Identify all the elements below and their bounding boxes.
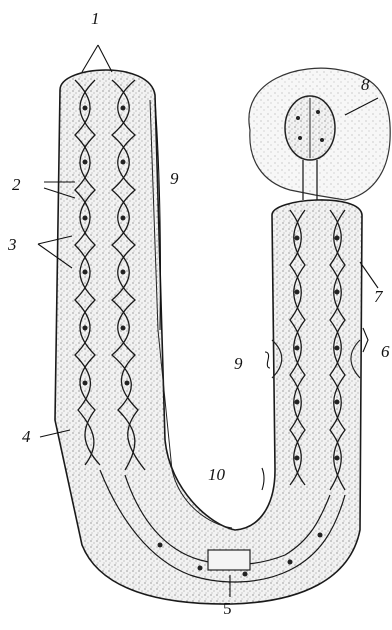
label-9-right: 9 [234,355,243,372]
label-5: 5 [223,600,232,617]
label-7: 7 [374,288,383,305]
bottom-small-segment [208,550,250,570]
label-2: 2 [12,176,21,193]
label-4: 4 [22,428,31,445]
label-3: 3 [8,236,17,253]
label-6: 6 [381,343,390,360]
label-1: 1 [91,10,100,27]
label-10: 10 [208,466,225,483]
label-9-left: 9 [170,170,179,187]
label-8: 8 [361,76,370,93]
